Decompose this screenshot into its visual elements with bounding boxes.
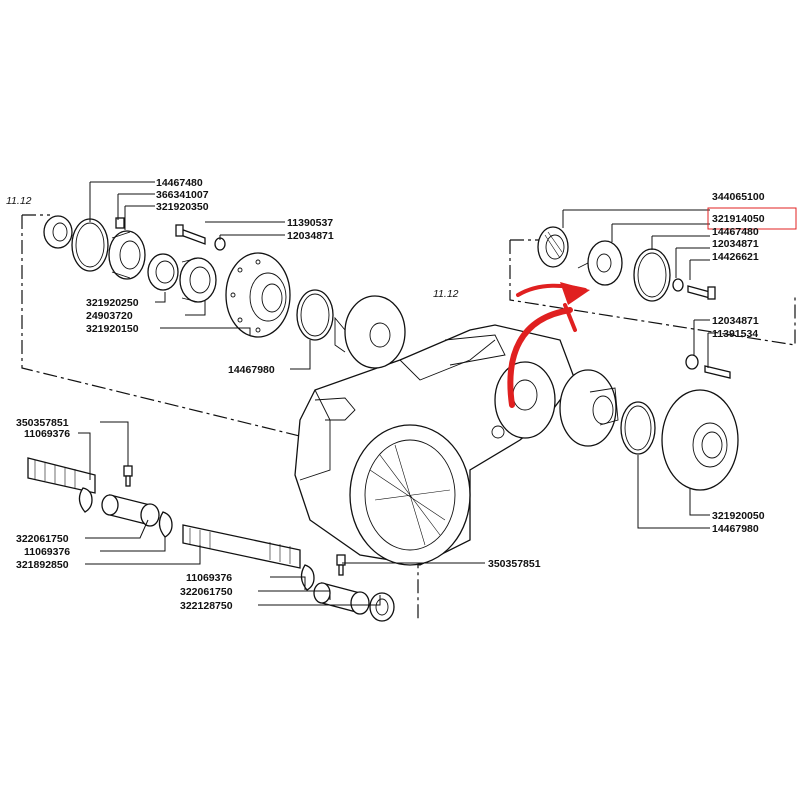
- ref-left: 11.12: [6, 195, 32, 207]
- label-14467480: 14467480: [156, 177, 203, 189]
- center-flange: [334, 295, 406, 369]
- label-366341007: 366341007: [156, 189, 209, 201]
- left-bearing-3: [179, 257, 217, 303]
- left-bolt: [175, 224, 226, 251]
- upper-circlip-2: [158, 511, 173, 538]
- label-12034871: 12034871: [287, 230, 334, 242]
- label-322128750: 322128750: [180, 600, 233, 612]
- right-bearing: [537, 226, 569, 268]
- left-oring-1: [71, 218, 109, 272]
- label-14467980: 14467980: [712, 523, 759, 535]
- left-seal: [43, 215, 73, 249]
- label-14467480: 14467480: [712, 226, 759, 238]
- right-oring: [633, 248, 671, 302]
- label-344065100: 344065100: [712, 191, 765, 203]
- left-hub-flange: [225, 252, 291, 338]
- left-oring-2: [296, 289, 334, 341]
- upper-needle-bearing: [101, 494, 160, 527]
- label-14467980: 14467980: [228, 364, 275, 376]
- lower-needle-bearing: [313, 582, 370, 615]
- label-321920350: 321920350: [156, 201, 209, 213]
- label-350357851: 350357851: [488, 558, 541, 570]
- label-321914050: 321914050: [712, 213, 765, 225]
- gearbox-housing: [294, 324, 576, 566]
- label-14426621: 14426621: [712, 251, 759, 263]
- left-bearing-2: [147, 253, 179, 291]
- label-322061750: 322061750: [180, 586, 233, 598]
- right-highlighted-hub: [577, 240, 623, 286]
- label-350357851: 350357851: [16, 417, 69, 429]
- label-11390537: 11390537: [287, 217, 333, 229]
- label-321920250: 321920250: [86, 297, 139, 309]
- upper-grease-nipple: [123, 465, 133, 487]
- lower-shaft: [182, 524, 301, 569]
- label-322061750: 322061750: [16, 533, 69, 545]
- label-321892850: 321892850: [16, 559, 69, 571]
- right-oring-2: [620, 401, 656, 455]
- red-arrow: [507, 282, 590, 408]
- right-bolt: [672, 278, 716, 300]
- leader-lines: [78, 181, 716, 606]
- ref-center: 11.12: [433, 288, 459, 300]
- left-bearing-1: [108, 217, 146, 280]
- label-11391534: 11391534: [712, 328, 758, 340]
- label-11069376: 11069376: [24, 428, 70, 440]
- right-washer-bolt: [685, 354, 731, 379]
- label-11069376: 11069376: [24, 546, 70, 558]
- label-321920150: 321920150: [86, 323, 139, 335]
- right-assembly-axis: [509, 240, 796, 346]
- right-end-cover: [661, 389, 739, 491]
- lower-seal: [369, 592, 395, 622]
- lower-grease-nipple: [336, 554, 346, 576]
- upper-circlip: [78, 487, 93, 513]
- grease-nipple-small: [115, 217, 125, 229]
- label-24903720: 24903720: [86, 310, 133, 322]
- label-11069376: 11069376: [186, 572, 232, 584]
- upper-splined-shaft: [27, 457, 96, 494]
- label-321920050: 321920050: [712, 510, 765, 522]
- highlight-box: [707, 207, 797, 230]
- label-12034871: 12034871: [712, 315, 759, 327]
- right-side-hub: [559, 369, 619, 447]
- label-12034871: 12034871: [712, 238, 759, 250]
